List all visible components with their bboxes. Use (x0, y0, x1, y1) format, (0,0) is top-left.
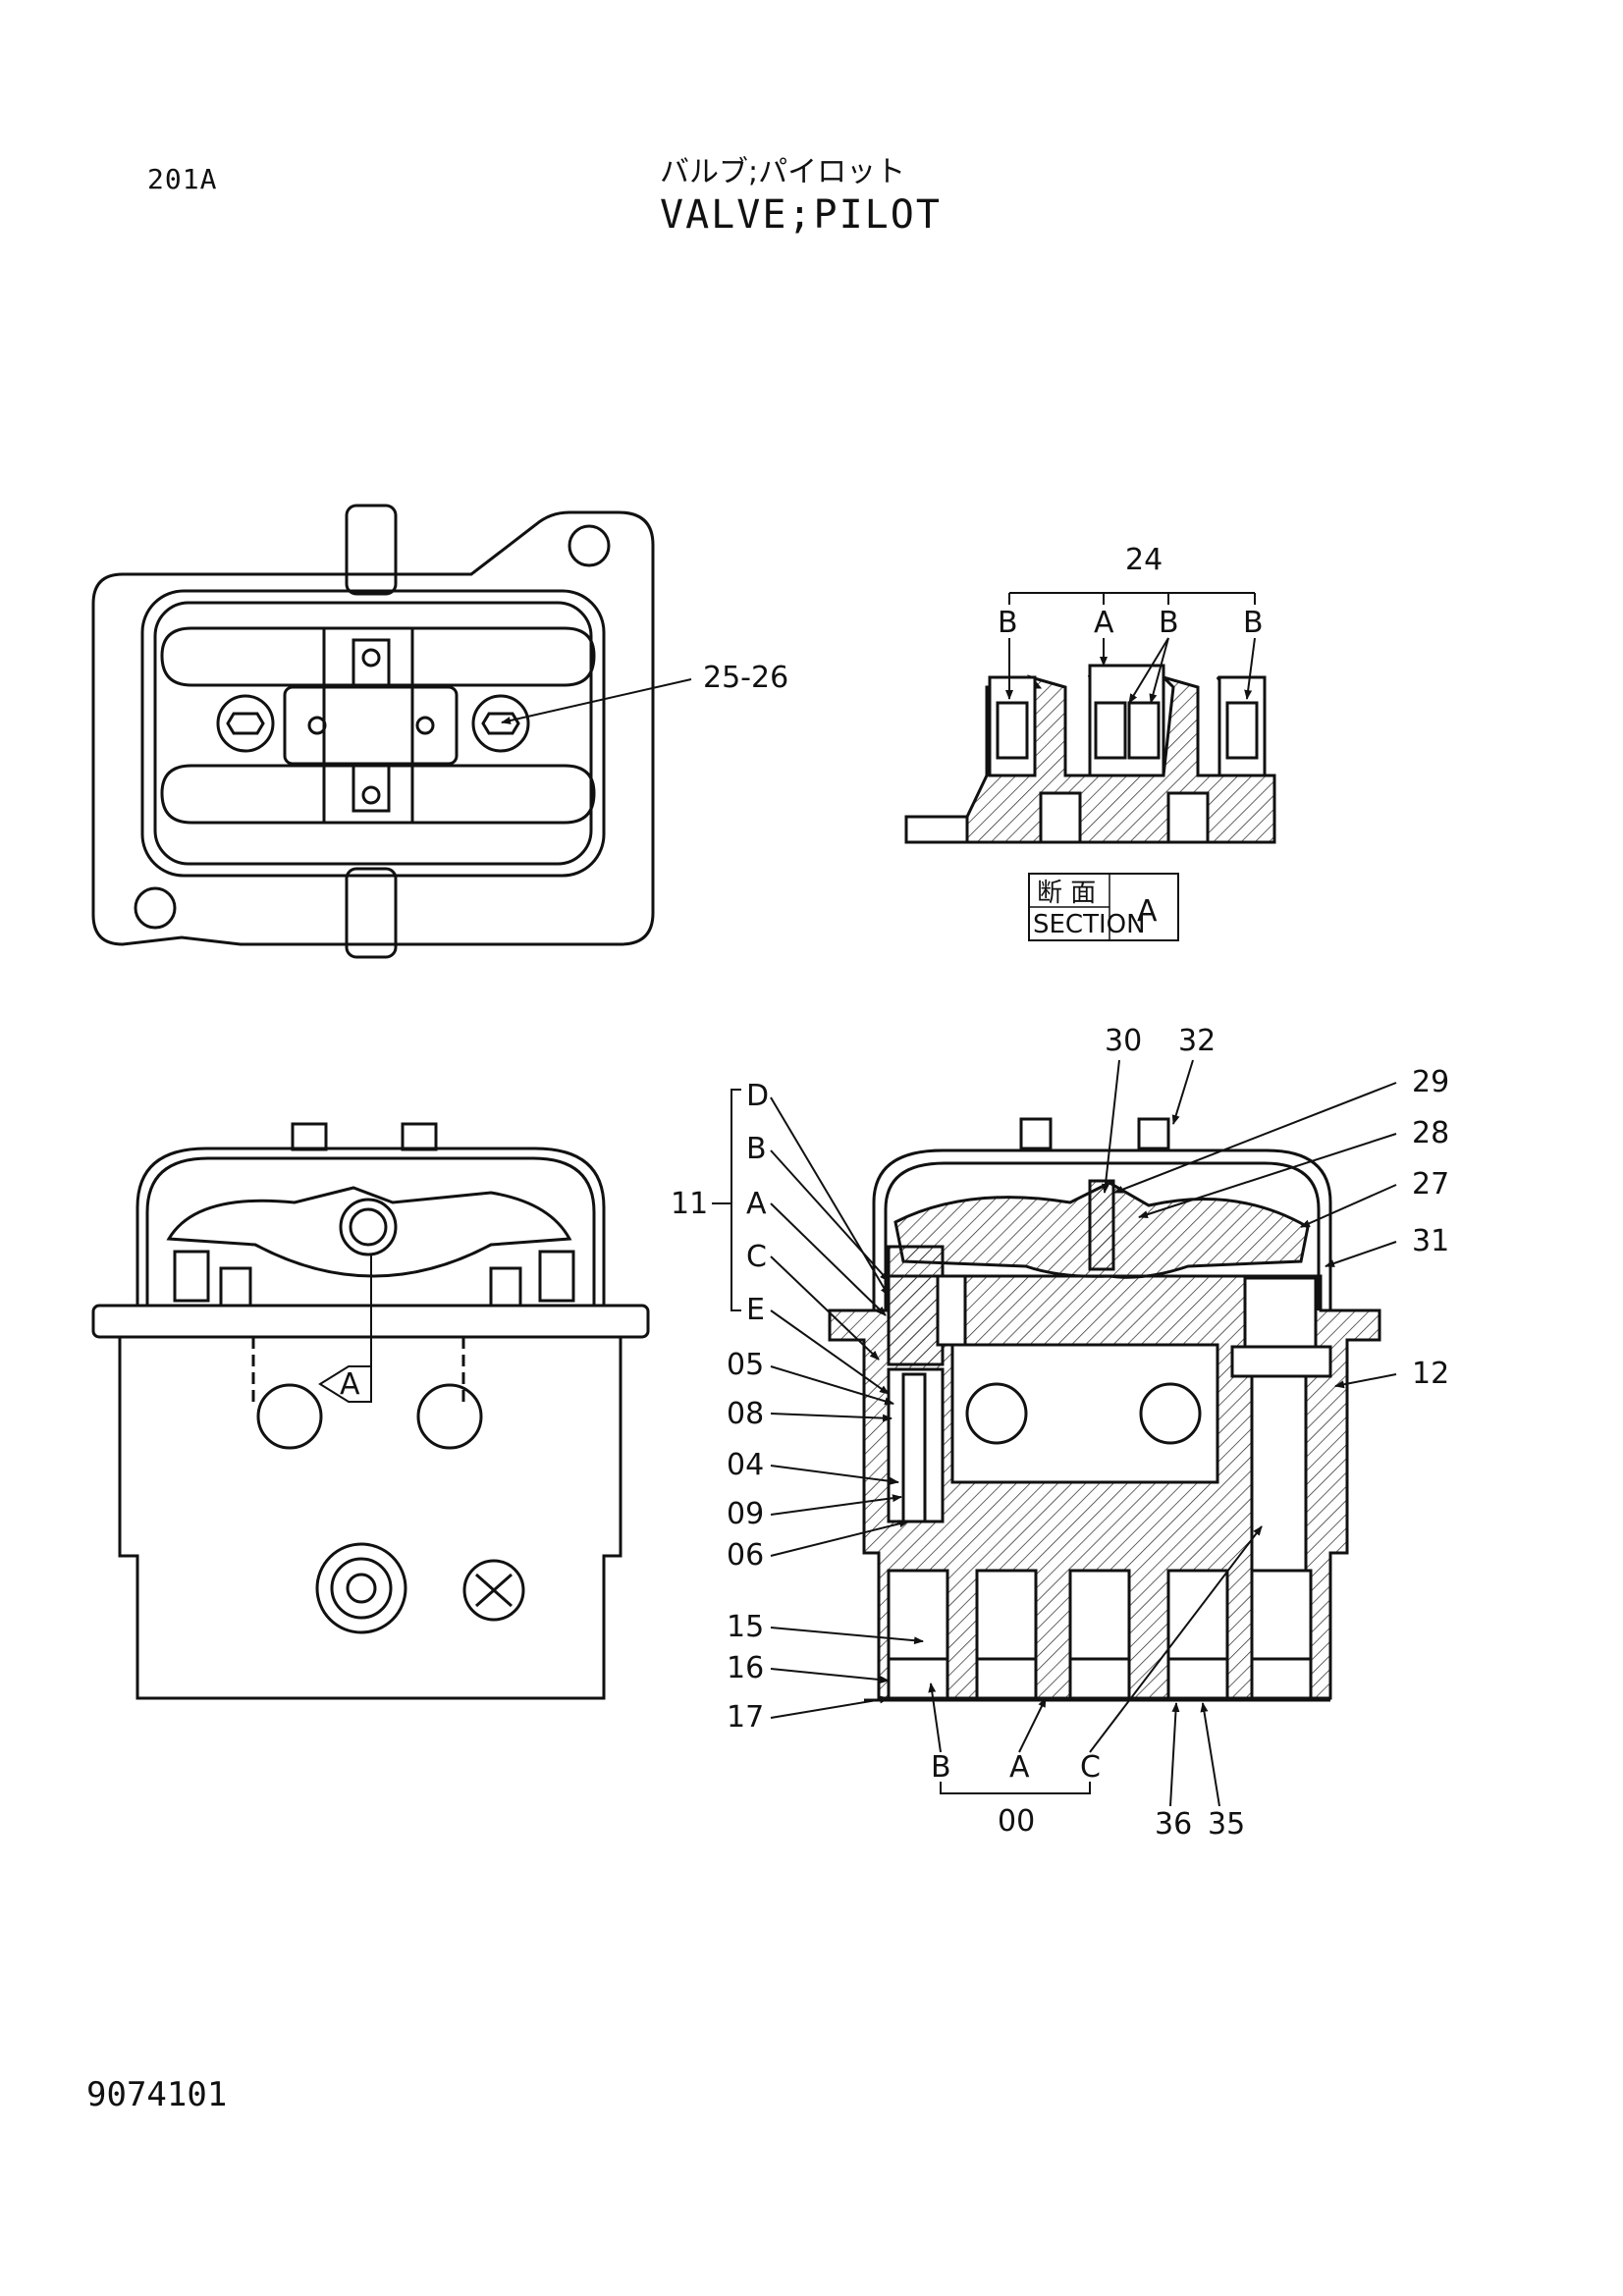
label-a-bottom: A (1009, 1750, 1030, 1785)
cross-section-view (828, 1117, 1381, 1702)
cam-plate-upper (160, 626, 596, 687)
label-29: 29 (1412, 1065, 1449, 1099)
label-c-left: C (746, 1240, 767, 1274)
section-caption-letter: A (1137, 894, 1158, 929)
label-arrow-a: A (340, 1367, 360, 1402)
cross-section-cover (872, 1148, 1332, 1310)
top-view (91, 504, 655, 959)
document-number: 9074101 (86, 2075, 228, 2114)
section-caption-jp: 断 面 (1037, 879, 1096, 908)
cam-plate-lower (160, 764, 596, 825)
section-a-callouts (1005, 592, 1256, 704)
label-05: 05 (727, 1348, 764, 1382)
side-view (91, 1122, 650, 1700)
section-a-caption: 断 面 SECTION A (1028, 873, 1179, 941)
side-view-cam (166, 1186, 572, 1278)
page-code: 201A (147, 163, 218, 195)
section-caption-en: SECTION (1033, 910, 1146, 939)
label-25-26: 25-26 (703, 661, 788, 695)
label-a-left: A (746, 1187, 767, 1221)
label-b-bottom: B (931, 1750, 951, 1785)
label-16: 16 (727, 1651, 764, 1685)
label-30: 30 (1105, 1024, 1142, 1058)
side-view-port-large (315, 1542, 407, 1634)
label-e: E (746, 1293, 765, 1327)
label-27: 27 (1412, 1167, 1449, 1201)
top-view-housing (140, 589, 606, 878)
label-09: 09 (727, 1497, 764, 1531)
label-04: 04 (727, 1448, 764, 1482)
side-view-body (118, 1335, 622, 1700)
adjusting-nut-left (216, 694, 275, 753)
label-section-a: A (1094, 606, 1114, 640)
side-view-cover (135, 1147, 606, 1306)
label-36: 36 (1155, 1807, 1192, 1842)
section-arrow-a (318, 1255, 372, 1403)
label-06: 06 (727, 1538, 764, 1573)
label-00: 00 (998, 1804, 1035, 1839)
label-17: 17 (727, 1700, 764, 1735)
left-plunger-housing (887, 1245, 945, 1366)
center-block (283, 685, 459, 766)
top-view-base-plate (91, 510, 655, 946)
label-24: 24 (1125, 543, 1163, 577)
label-11: 11 (671, 1187, 708, 1221)
mount-hole-bottom-left (134, 886, 177, 930)
label-d: D (746, 1079, 769, 1113)
mount-hole-top-right (568, 524, 611, 567)
label-c-bottom: C (1080, 1750, 1101, 1785)
label-31: 31 (1412, 1224, 1449, 1258)
top-shaft-upper (345, 504, 398, 596)
label-32: 32 (1178, 1024, 1216, 1058)
title-japanese: バルブ;パイロット (660, 155, 906, 189)
adjusting-nut-right (471, 694, 530, 753)
label-b-left: B (746, 1132, 767, 1166)
right-plunger (1243, 1276, 1318, 1349)
label-12: 12 (1412, 1357, 1449, 1391)
label-28: 28 (1412, 1116, 1449, 1150)
cross-section-callouts (712, 1059, 1397, 1807)
cross-section-pin (1088, 1179, 1115, 1271)
section-a-view (904, 664, 1276, 844)
label-section-b-left: B (998, 606, 1018, 640)
label-section-b-center: B (1159, 606, 1179, 640)
title-english: VALVE;PILOT (660, 192, 942, 238)
label-section-b-right: B (1243, 606, 1264, 640)
label-08: 08 (727, 1397, 764, 1431)
side-view-port-small (462, 1559, 525, 1622)
label-35: 35 (1208, 1807, 1245, 1842)
label-15: 15 (727, 1610, 764, 1644)
top-shaft-lower (345, 867, 398, 959)
